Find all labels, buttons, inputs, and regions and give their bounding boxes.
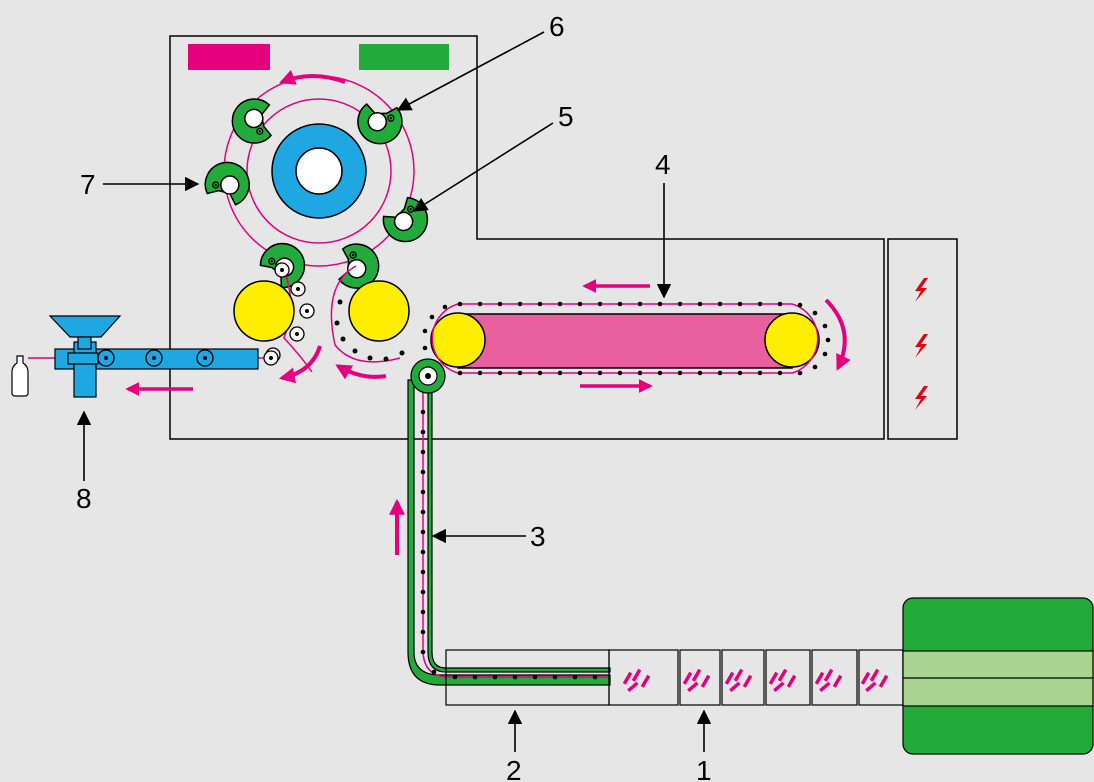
lightning-icon: [915, 386, 928, 410]
status-bar-magenta: [188, 44, 270, 70]
rotation-arrow-icon: [824, 298, 851, 371]
transfer-wheels: [233, 262, 410, 384]
label-1: 1: [696, 755, 712, 782]
label-2: 2: [506, 755, 522, 782]
lightning-icon: [915, 278, 928, 302]
heater-housing: [887, 238, 958, 440]
label-4: 4: [655, 149, 671, 180]
discharge-unit: [11, 315, 279, 398]
roller-right: [348, 280, 410, 342]
preform-sorter: [445, 649, 904, 706]
label-5: 5: [558, 101, 574, 132]
label-6: 6: [549, 11, 565, 42]
rotation-arrow-icon: [279, 69, 346, 85]
status-bar-green: [359, 44, 449, 70]
hopper-icon: [48, 315, 122, 338]
label-8: 8: [76, 483, 92, 514]
feed-rail: [389, 358, 611, 686]
heating-conveyor: [422, 279, 851, 393]
label-3: 3: [530, 521, 546, 552]
roller-left: [233, 280, 295, 342]
lightning-icon: [915, 334, 928, 358]
machine-housing: [169, 35, 885, 440]
bottle-icon: [11, 355, 29, 397]
rotary-station: [196, 69, 434, 297]
label-7: 7: [80, 169, 96, 200]
rotation-arrow-icon: [335, 364, 387, 380]
preform-hopper: [902, 597, 1094, 755]
heater-tunnel: [457, 313, 793, 369]
rotation-arrow-icon: [278, 345, 322, 384]
callout-arrows: [76, 31, 712, 752]
